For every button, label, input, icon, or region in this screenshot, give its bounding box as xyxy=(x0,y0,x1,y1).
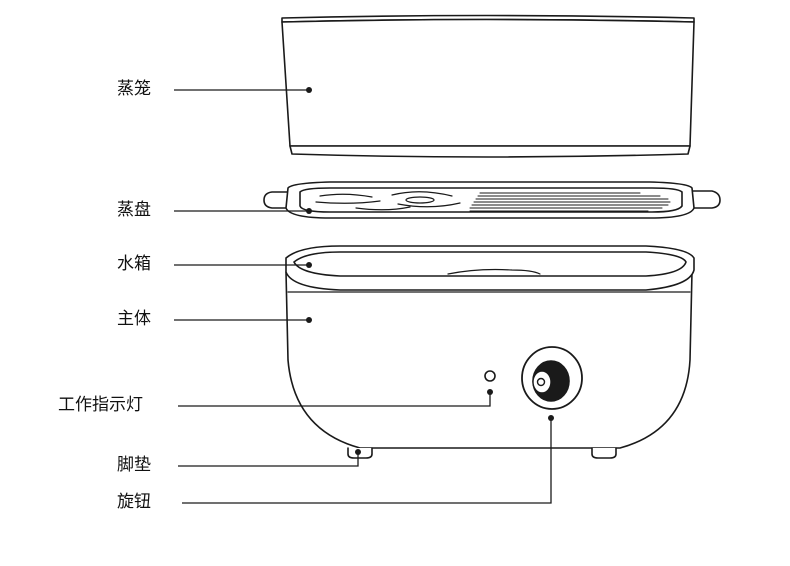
label-steamer-basket: 蒸笼 xyxy=(117,79,151,99)
leader-dot-water-tank xyxy=(306,262,312,268)
label-indicator-light: 工作指示灯 xyxy=(58,395,143,415)
leader-dot-main-body xyxy=(306,317,312,323)
label-main-body: 主体 xyxy=(117,309,151,329)
water-tank-inner-detail xyxy=(447,268,541,275)
steamer-basket-base xyxy=(289,145,691,158)
leader-dot-indicator-light xyxy=(487,389,493,395)
leader-dot-foot-pad xyxy=(355,449,361,455)
steamer-basket-drawing xyxy=(281,14,695,158)
leader-lines xyxy=(174,89,552,504)
label-foot-pad: 脚垫 xyxy=(117,455,151,475)
steamer-basket-wall xyxy=(281,18,695,147)
foot-pads-drawing xyxy=(347,447,617,459)
indicator-light-drawing xyxy=(484,370,496,382)
leader-dot-steam-tray xyxy=(306,208,312,214)
water-tank-rim-inner xyxy=(293,251,687,277)
steam-tray-left-pattern xyxy=(315,191,461,211)
main-body-drawing xyxy=(285,245,695,449)
leader-dot-steamer-basket xyxy=(306,87,312,93)
leader-dots xyxy=(306,87,554,455)
steam-tray-drawing xyxy=(263,181,721,219)
label-steam-tray: 蒸盘 xyxy=(117,200,151,220)
foot-pad-right xyxy=(591,447,617,459)
leader-dot-knob xyxy=(548,415,554,421)
leader-line-indicator-light xyxy=(178,392,491,407)
label-knob: 旋钮 xyxy=(117,492,151,512)
steam-tray-vents xyxy=(469,192,671,212)
knob-drawing xyxy=(521,346,583,410)
leader-line-foot-pad xyxy=(178,452,359,467)
label-water-tank: 水箱 xyxy=(117,254,151,274)
leader-line-knob xyxy=(182,418,552,504)
main-body-shell xyxy=(285,271,693,449)
